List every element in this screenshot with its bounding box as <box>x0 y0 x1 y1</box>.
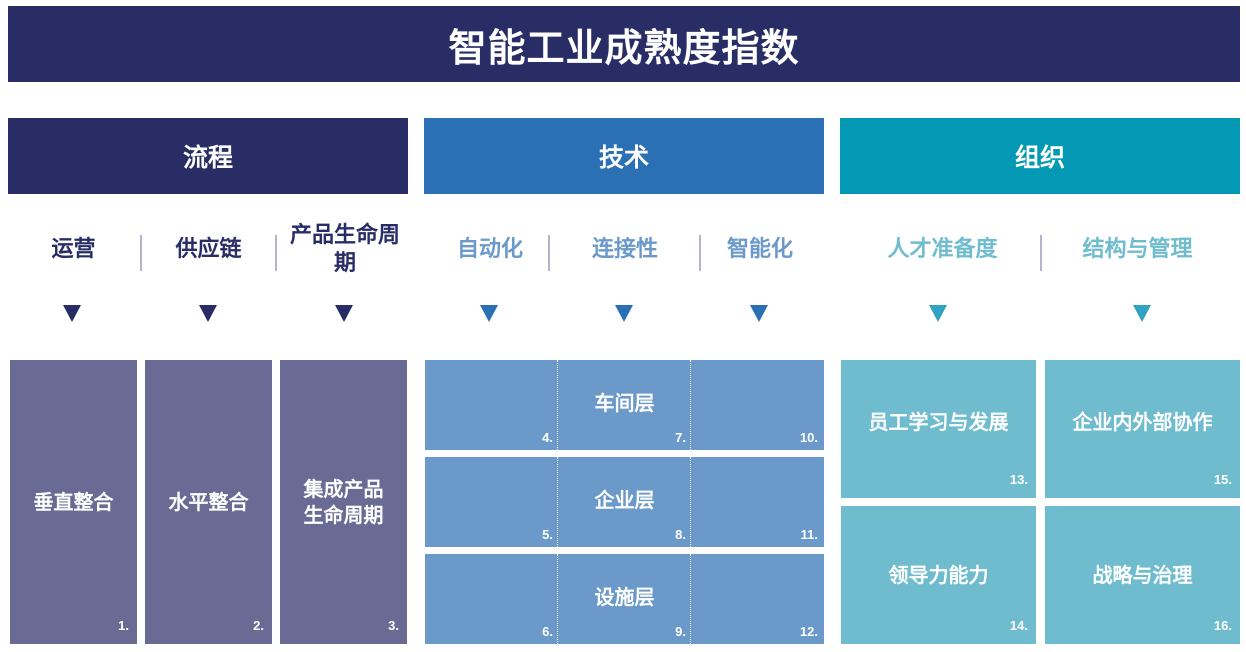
dimension-supply-chain: 供应链 <box>175 237 242 262</box>
dotted-divider <box>557 360 558 450</box>
box-number: 14. <box>1009 618 1028 633</box>
pillar-header-process: 流程 <box>8 118 408 194</box>
dimension-operations: 运营 <box>51 237 96 262</box>
box-horizontal-integration: 水平整合 2. <box>145 360 272 644</box>
box-number: 13. <box>1009 472 1028 487</box>
divider <box>548 235 550 271</box>
divider <box>1040 235 1042 271</box>
box-label: 集成产品生命周期 <box>303 477 384 527</box>
dotted-divider <box>557 554 558 644</box>
tech-row-enterprise: 企业层 5. 8. 11. <box>425 457 824 547</box>
dimension-connectivity: 连接性 <box>591 237 658 262</box>
pillar-header-organization: 组织 <box>840 118 1240 194</box>
box-collaboration: 企业内外部协作 15. <box>1045 360 1240 498</box>
box-number: 15. <box>1213 472 1232 487</box>
box-vertical-integration: 垂直整合 1. <box>10 360 137 644</box>
box-number: 8. <box>675 527 686 542</box>
dimension-structure-management: 结构与管理 <box>1082 237 1193 262</box>
tech-row-shop-floor: 车间层 4. 7. 10. <box>425 360 824 450</box>
box-number: 11. <box>800 527 818 542</box>
box-integrated-product-lifecycle: 集成产品生命周期 3. <box>280 360 407 644</box>
dotted-divider <box>690 360 691 450</box>
box-number: 6. <box>542 624 553 639</box>
dimension-talent-readiness: 人才准备度 <box>887 237 998 262</box>
box-number: 10. <box>799 430 818 445</box>
row-label-text: 车间层 <box>594 391 655 415</box>
box-strategy-governance: 战略与治理 16. <box>1045 506 1240 644</box>
row-label-text: 企业层 <box>594 488 655 512</box>
pillar-header-technology: 技术 <box>424 118 824 194</box>
tech-row-facility: 设施层 6. 9. 12. <box>425 554 824 644</box>
box-number: 12. <box>799 624 818 639</box>
dimension-intelligence: 智能化 <box>726 237 793 262</box>
arrow-down-icon <box>750 305 768 322</box>
dimension-product-lifecycle: 产品生命周期 <box>290 223 401 276</box>
divider <box>699 235 701 271</box>
divider <box>140 235 142 271</box>
box-number: 5. <box>542 527 553 542</box>
box-label: 领导力能力 <box>888 563 989 587</box>
arrow-down-icon <box>1133 305 1151 322</box>
arrow-down-icon <box>615 305 633 322</box>
box-leadership: 领导力能力 14. <box>841 506 1036 644</box>
row-label: 车间层 <box>425 360 824 450</box>
box-number: 2. <box>253 618 264 633</box>
box-number: 7. <box>675 430 686 445</box>
arrow-down-icon <box>199 305 217 322</box>
dotted-divider <box>557 457 558 547</box>
box-number: 4. <box>542 430 553 445</box>
dotted-divider <box>690 554 691 644</box>
box-label: 战略与治理 <box>1092 563 1193 587</box>
row-label: 设施层 <box>425 554 824 644</box>
box-label: 企业内外部协作 <box>1072 410 1213 434</box>
divider <box>275 235 277 271</box>
row-label-text: 设施层 <box>594 585 655 609</box>
box-number: 16. <box>1213 618 1232 633</box>
arrow-down-icon <box>929 305 947 322</box>
box-number: 9. <box>675 624 686 639</box>
dotted-divider <box>690 457 691 547</box>
main-title: 智能工业成熟度指数 <box>8 6 1240 82</box>
box-label: 员工学习与发展 <box>868 410 1009 434</box>
dimension-automation: 自动化 <box>456 237 523 262</box>
arrow-down-icon <box>335 305 353 322</box>
arrow-down-icon <box>63 305 81 322</box>
box-label: 垂直整合 <box>33 490 114 514</box>
box-employee-learning: 员工学习与发展 13. <box>841 360 1036 498</box>
box-label: 水平整合 <box>168 490 249 514</box>
arrow-down-icon <box>480 305 498 322</box>
row-label: 企业层 <box>425 457 824 547</box>
box-number: 3. <box>388 618 399 633</box>
box-number: 1. <box>118 618 129 633</box>
